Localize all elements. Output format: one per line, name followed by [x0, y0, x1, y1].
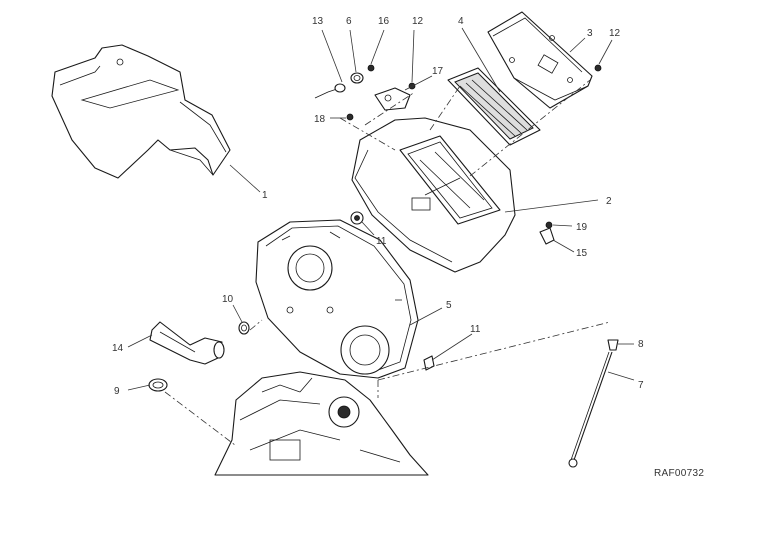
part-10-grommet	[238, 321, 250, 335]
part-16-screw	[367, 64, 375, 72]
callout-4: 4	[458, 16, 464, 27]
callout-10: 10	[222, 294, 234, 305]
part-2-upper-airbox	[351, 117, 516, 273]
part-14-intake-hose	[149, 321, 225, 365]
assembly-lines	[164, 79, 611, 446]
part-5-lower-airbox	[255, 219, 419, 379]
callout-11-lower: 11	[470, 324, 481, 335]
callout-12-left: 12	[412, 16, 424, 27]
callout-14: 14	[112, 343, 124, 354]
part-12-screw-b	[594, 64, 602, 72]
callout-8: 8	[638, 339, 644, 350]
callout-6: 6	[346, 16, 352, 27]
callout-17: 17	[432, 66, 444, 77]
engine-block	[214, 371, 429, 476]
part-18-screw	[346, 113, 354, 121]
callout-12-right: 12	[609, 28, 621, 39]
callout-11-upper: 11	[376, 236, 387, 247]
callout-7: 7	[638, 380, 644, 391]
callout-16: 16	[378, 16, 390, 27]
part-9-clamp	[148, 378, 168, 392]
part-4-air-filter	[447, 67, 541, 146]
part-7-rod	[568, 351, 613, 468]
part-8-cap	[607, 339, 619, 351]
part-19-screw	[545, 221, 553, 229]
callout-18: 18	[314, 114, 326, 125]
callout-13: 13	[312, 16, 324, 27]
callout-labels: 1 2 3 4 5 6 7 8 9 10 11 11 12 12 13 14 1…	[112, 16, 644, 397]
part-13-hose-fitting	[314, 83, 346, 99]
callout-9: 9	[114, 386, 120, 397]
callout-3: 3	[587, 28, 593, 39]
reference-code: RAF00732	[654, 468, 704, 479]
part-6-grommet	[350, 72, 364, 84]
callout-1: 1	[262, 190, 268, 201]
part-11-plug-upper	[350, 211, 364, 225]
callout-15: 15	[576, 248, 588, 259]
leader-lines	[127, 27, 635, 391]
callout-19: 19	[576, 222, 588, 233]
callout-2: 2	[606, 196, 612, 207]
part-15-bracket	[539, 227, 555, 245]
callout-5: 5	[446, 300, 452, 311]
part-1-cover	[51, 44, 231, 179]
part-17-sensor	[374, 87, 411, 111]
